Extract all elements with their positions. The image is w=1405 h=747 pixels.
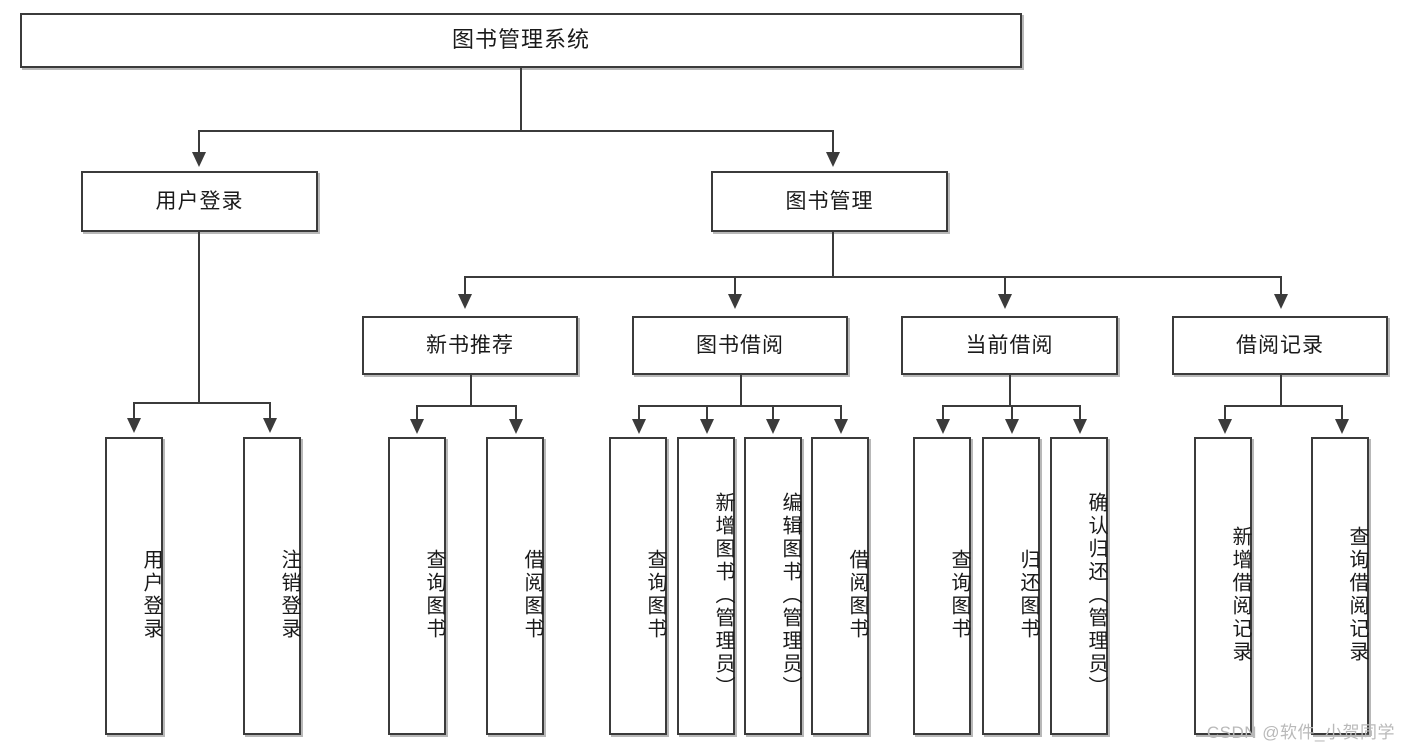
connector-bb-drop-1 bbox=[638, 405, 640, 421]
connector-book-management-stem bbox=[832, 232, 834, 276]
arrow-to-leaf-edit-book-admin bbox=[766, 419, 780, 434]
connector-borrow-record-bus bbox=[1224, 405, 1341, 407]
connector-bb-drop-2 bbox=[706, 405, 708, 421]
leaf-label: 查询图书 bbox=[948, 549, 970, 641]
leaf-label: 确认归还（管理员） bbox=[1085, 491, 1107, 699]
node-root-book-management-system: 图书管理系统 bbox=[20, 13, 1022, 68]
connector-root-to-user-login bbox=[198, 130, 200, 154]
node-leaf-query-book-1: 查询图书 bbox=[388, 437, 446, 735]
connector-root-stem bbox=[520, 68, 522, 130]
arrow-to-leaf-add-book-admin bbox=[700, 419, 714, 434]
arrow-to-leaf-user-login bbox=[127, 418, 141, 433]
node-leaf-add-borrow-record: 新增借阅记录 bbox=[1194, 437, 1252, 735]
arrow-to-leaf-query-borrow-record bbox=[1335, 419, 1349, 434]
leaf-label: 查询借阅记录 bbox=[1346, 526, 1368, 664]
node-book-borrow: 图书借阅 bbox=[632, 316, 848, 375]
leaf-label: 用户登录 bbox=[140, 549, 162, 641]
arrow-to-borrow-record bbox=[1274, 294, 1288, 309]
arrow-to-leaf-confirm-return-admin bbox=[1073, 419, 1087, 434]
connector-root-bus bbox=[198, 130, 834, 132]
connector-root-to-book-management bbox=[832, 130, 834, 154]
arrow-to-leaf-return-book bbox=[1005, 419, 1019, 434]
connector-new-book-recommend-bus bbox=[416, 405, 515, 407]
connector-bb-drop-4 bbox=[840, 405, 842, 421]
connector-current-borrow-bus bbox=[942, 405, 1079, 407]
connector-drop-new-book-recommend bbox=[464, 276, 466, 296]
arrow-to-leaf-query-book-3 bbox=[936, 419, 950, 434]
connector-drop-borrow-record bbox=[1280, 276, 1282, 296]
connector-br-drop-2 bbox=[1341, 405, 1343, 421]
node-leaf-logout-login: 注销登录 bbox=[243, 437, 301, 735]
connector-cb-drop-3 bbox=[1079, 405, 1081, 421]
node-leaf-edit-book-admin: 编辑图书（管理员） bbox=[744, 437, 802, 735]
node-leaf-query-book-2: 查询图书 bbox=[609, 437, 667, 735]
leaf-label: 归还图书 bbox=[1017, 549, 1039, 641]
arrow-to-leaf-query-book-2 bbox=[632, 419, 646, 434]
connector-nbr-drop-1 bbox=[416, 405, 418, 421]
node-new-book-recommend: 新书推荐 bbox=[362, 316, 578, 375]
connector-user-login-drop-1 bbox=[133, 402, 135, 420]
node-leaf-add-book-admin: 新增图书（管理员） bbox=[677, 437, 735, 735]
arrow-to-book-borrow bbox=[728, 294, 742, 309]
connector-user-login-bus bbox=[133, 402, 269, 404]
connector-user-login-stem bbox=[198, 232, 200, 402]
leaf-label: 新增图书（管理员） bbox=[712, 491, 734, 699]
node-user-login: 用户登录 bbox=[81, 171, 318, 232]
node-leaf-borrow-book-2: 借阅图书 bbox=[811, 437, 869, 735]
node-book-management: 图书管理 bbox=[711, 171, 948, 232]
connector-current-borrow-stem bbox=[1009, 375, 1011, 405]
connector-br-drop-1 bbox=[1224, 405, 1226, 421]
node-leaf-query-borrow-record: 查询借阅记录 bbox=[1311, 437, 1369, 735]
connector-user-login-drop-2 bbox=[269, 402, 271, 420]
leaf-label: 查询图书 bbox=[423, 549, 445, 641]
arrow-to-book-management bbox=[826, 152, 840, 167]
connector-nbr-drop-2 bbox=[515, 405, 517, 421]
leaf-label: 注销登录 bbox=[278, 549, 300, 641]
node-leaf-return-book: 归还图书 bbox=[982, 437, 1040, 735]
leaf-label: 新增借阅记录 bbox=[1229, 526, 1251, 664]
connector-drop-book-borrow bbox=[734, 276, 736, 296]
connector-level3-bus bbox=[464, 276, 1280, 278]
arrow-to-new-book-recommend bbox=[458, 294, 472, 309]
connector-bb-drop-3 bbox=[772, 405, 774, 421]
leaf-label: 编辑图书（管理员） bbox=[779, 491, 801, 699]
connector-new-book-recommend-stem bbox=[470, 375, 472, 405]
connector-borrow-record-stem bbox=[1280, 375, 1282, 405]
connector-cb-drop-1 bbox=[942, 405, 944, 421]
node-leaf-borrow-book-1: 借阅图书 bbox=[486, 437, 544, 735]
arrow-to-leaf-query-book-1 bbox=[410, 419, 424, 434]
node-current-borrow: 当前借阅 bbox=[901, 316, 1118, 375]
csdn-watermark: CSDN @软件_小贺同学 bbox=[1206, 723, 1395, 742]
node-borrow-record: 借阅记录 bbox=[1172, 316, 1388, 375]
leaf-label: 借阅图书 bbox=[846, 549, 868, 641]
connector-book-borrow-bus bbox=[638, 405, 841, 407]
leaf-label: 借阅图书 bbox=[521, 549, 543, 641]
arrow-to-leaf-borrow-book-2 bbox=[834, 419, 848, 434]
arrow-to-current-borrow bbox=[998, 294, 1012, 309]
node-leaf-query-book-3: 查询图书 bbox=[913, 437, 971, 735]
arrow-to-user-login bbox=[192, 152, 206, 167]
arrow-to-leaf-logout-login bbox=[263, 418, 277, 433]
connector-drop-current-borrow bbox=[1004, 276, 1006, 296]
arrow-to-leaf-add-borrow-record bbox=[1218, 419, 1232, 434]
node-leaf-confirm-return-admin: 确认归还（管理员） bbox=[1050, 437, 1108, 735]
arrow-to-leaf-borrow-book-1 bbox=[509, 419, 523, 434]
connector-cb-drop-2 bbox=[1011, 405, 1013, 421]
connector-book-borrow-stem bbox=[740, 375, 742, 405]
node-leaf-user-login: 用户登录 bbox=[105, 437, 163, 735]
leaf-label: 查询图书 bbox=[644, 549, 666, 641]
